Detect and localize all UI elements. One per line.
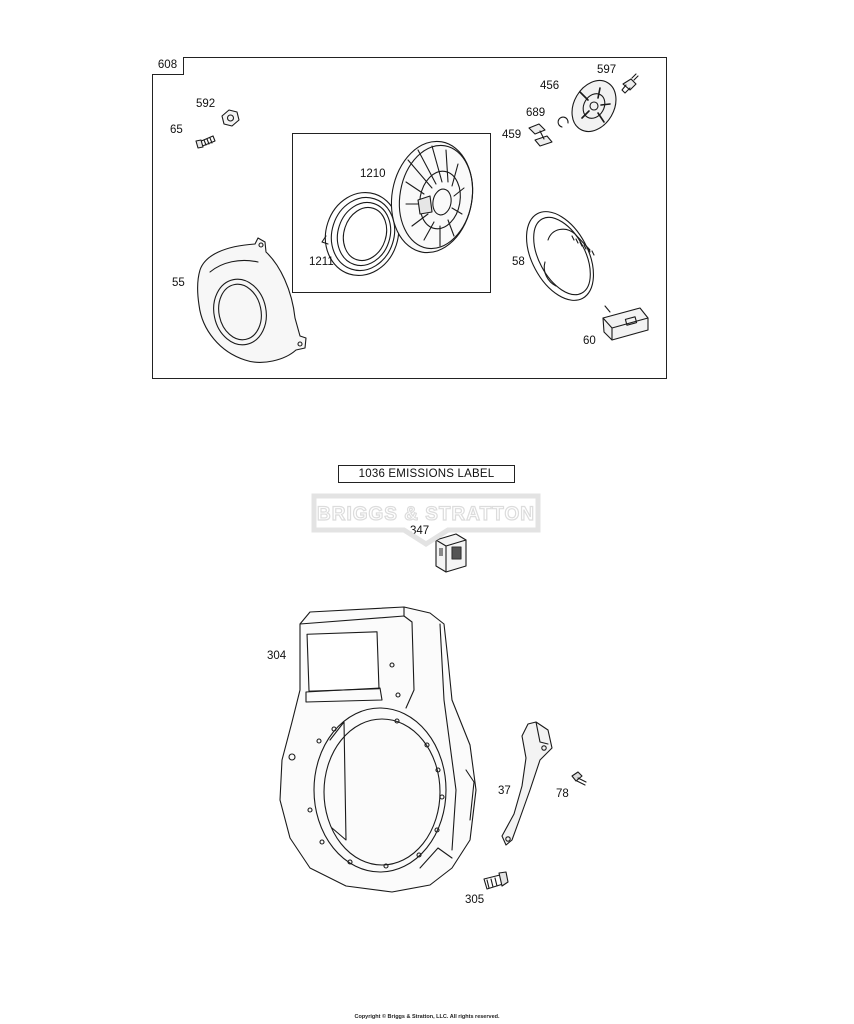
callout-459: 459 <box>502 129 522 141</box>
part-456-retainer-plate <box>571 80 617 132</box>
callout-65: 65 <box>170 124 183 136</box>
copyright-notice: Copyright © Briggs & Stratton, LLC. All … <box>354 1014 500 1020</box>
callout-597: 597 <box>597 64 617 76</box>
callout-1210: 1210 <box>360 168 386 180</box>
callout-304: 304 <box>267 650 287 662</box>
part-305-bolt <box>483 871 509 890</box>
pulley-spring-subassembly-box <box>292 133 491 293</box>
part-60-handle <box>602 305 649 341</box>
part-58-rope <box>525 211 595 301</box>
watermark-text: BRIGGS & STRATTON <box>317 504 535 525</box>
callout-1211: 1211 <box>309 256 334 268</box>
emissions-label-box: 1036 EMISSIONS LABEL <box>338 465 515 483</box>
callout-60: 60 <box>583 335 596 347</box>
part-55-starter-housing <box>197 237 307 363</box>
part-347-emissions-label <box>435 533 467 573</box>
briggs-stratton-watermark: BRIGGS & STRATTON <box>311 493 541 547</box>
part-689-retaining-ring <box>557 116 569 128</box>
callout-456: 456 <box>540 80 560 92</box>
callout-58: 58 <box>512 256 525 268</box>
rewind-starter-group-frame <box>152 57 667 379</box>
callout-689: 689 <box>526 107 546 119</box>
part-78-screw <box>571 771 587 786</box>
callout-592: 592 <box>196 98 216 110</box>
part-592-hex-nut <box>221 109 240 127</box>
part-1211-spring <box>321 191 400 277</box>
callout-305: 305 <box>465 894 485 906</box>
callout-37: 37 <box>498 785 511 797</box>
part-65-bolt <box>195 135 216 149</box>
part-459-pawls <box>528 123 553 147</box>
part-597-pin <box>621 73 639 94</box>
group-box-label: 608 <box>152 57 184 75</box>
callout-78: 78 <box>556 788 569 800</box>
part-1210-pulley <box>390 140 474 254</box>
part-304-blower-housing <box>279 606 477 893</box>
callout-55: 55 <box>172 277 185 289</box>
part-37-air-guide <box>501 721 553 846</box>
